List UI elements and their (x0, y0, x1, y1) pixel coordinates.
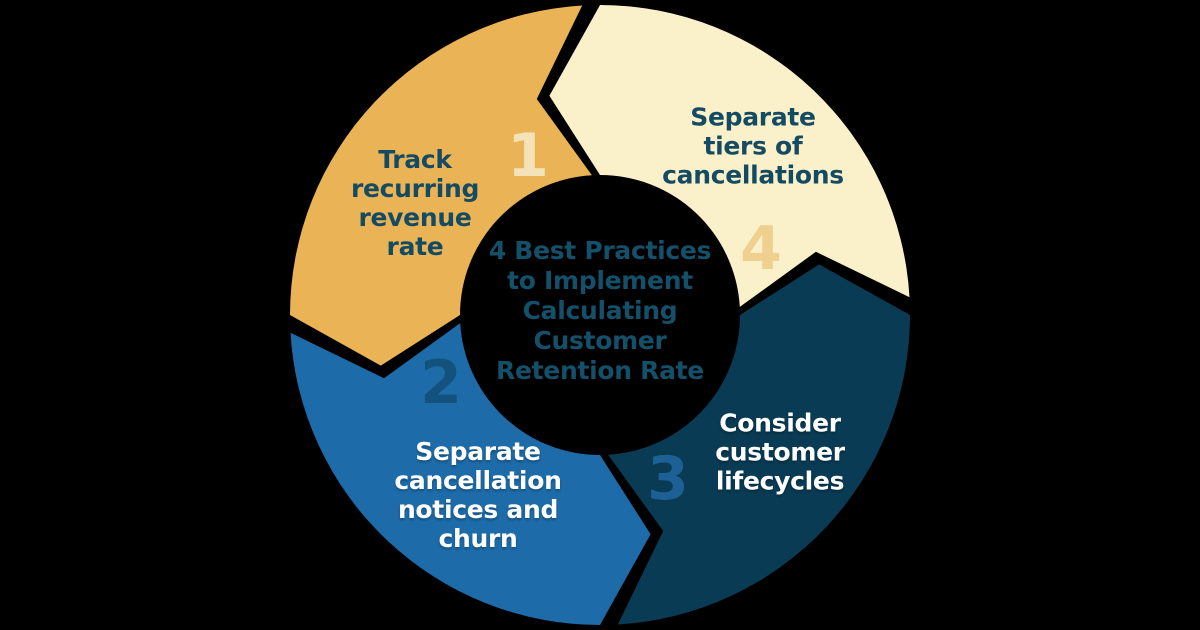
step-1-label: Track recurring revenue rate (350, 145, 480, 261)
segment-step2-arrow (290, 323, 651, 625)
step-3-number: 3 (647, 444, 689, 514)
step-1-number: 1 (507, 121, 549, 191)
diagram-title: 4 Best Practices to Implement Calculatin… (488, 236, 712, 385)
segment-step3-arrow (608, 264, 911, 625)
step-4-number: 4 (740, 214, 782, 284)
step-3-label: Consider customer lifecycles (715, 408, 845, 496)
step-4-label: Separate tiers of cancellations (662, 102, 844, 190)
segment-step1-arrow (289, 5, 592, 366)
step-2-number: 2 (420, 348, 462, 418)
segment-step4-arrow (549, 5, 910, 307)
step-2-label: Separate cancellation notices and churn (394, 437, 562, 553)
